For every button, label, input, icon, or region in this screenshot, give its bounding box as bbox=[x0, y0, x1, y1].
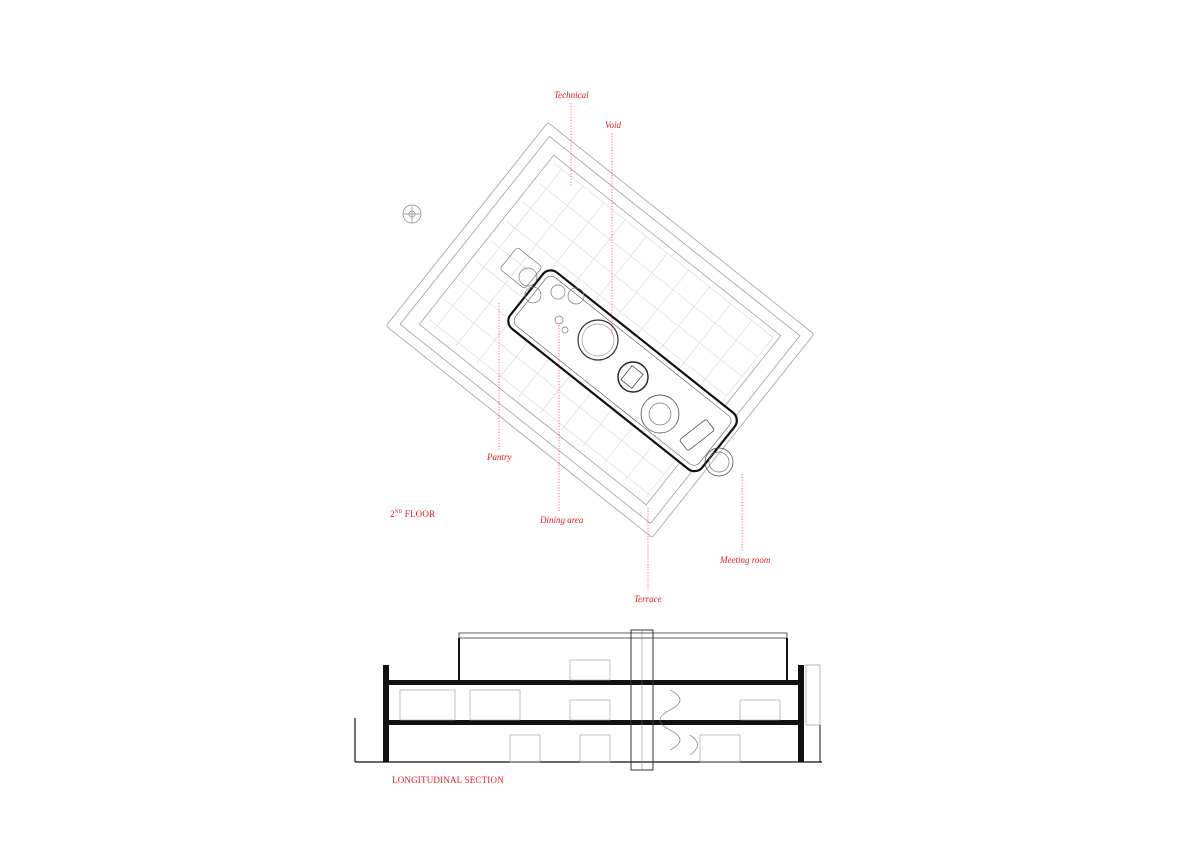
plan-title-ordinal: ND bbox=[394, 510, 403, 515]
section-interior-lines bbox=[399, 659, 781, 763]
roof-slab bbox=[458, 632, 788, 639]
plan-title: 2ND FLOOR bbox=[390, 509, 435, 519]
grid-line bbox=[507, 221, 727, 397]
landscape-hatch bbox=[805, 664, 821, 726]
section-outer-wall-left bbox=[383, 665, 389, 762]
second-floor-plan bbox=[386, 103, 814, 590]
section-title: LONGITUDINAL SECTION bbox=[392, 775, 504, 785]
section-outer-wall-right bbox=[798, 665, 804, 762]
grid-line bbox=[522, 201, 743, 377]
label-void: Void bbox=[605, 120, 622, 130]
plan-title-text: FLOOR bbox=[402, 509, 436, 519]
label-meeting-room: Meeting room bbox=[720, 555, 771, 565]
longitudinal-section bbox=[354, 629, 822, 771]
grid-line bbox=[538, 182, 758, 358]
grid-line bbox=[444, 299, 665, 475]
plan-title-number: 2 bbox=[390, 509, 395, 519]
grid-line bbox=[434, 169, 562, 330]
external-spiral-stair bbox=[402, 204, 422, 224]
plan-furniture bbox=[500, 247, 734, 477]
grid-line bbox=[553, 162, 774, 338]
label-dining-area: Dining area bbox=[540, 515, 584, 525]
floor-slab-1 bbox=[383, 720, 804, 725]
label-pantry: Pantry bbox=[487, 452, 512, 462]
label-terrace: Terrace bbox=[634, 594, 662, 604]
floor-slab-2 bbox=[383, 680, 804, 685]
grid-line bbox=[429, 319, 649, 495]
label-technical: Technical bbox=[554, 90, 589, 100]
leader-lines bbox=[498, 103, 743, 590]
central-volume bbox=[507, 269, 738, 473]
grid-line bbox=[455, 185, 584, 346]
